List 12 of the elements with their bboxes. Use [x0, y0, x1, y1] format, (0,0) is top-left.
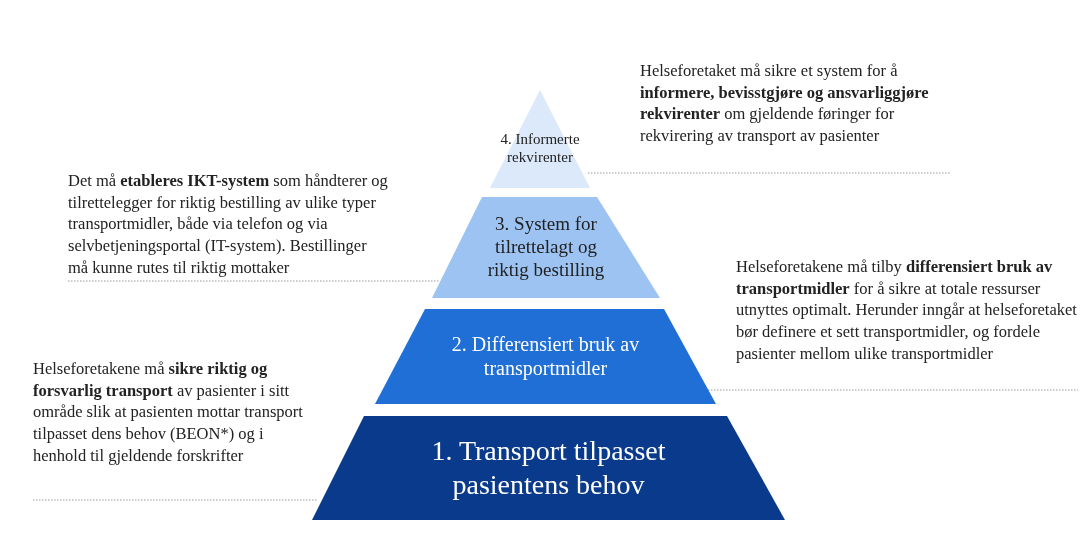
pyramid-level [490, 90, 590, 188]
pyramid-level [375, 309, 716, 404]
description-text: Helseforetakene må tilby differensiert bruk av transportmidler for å sikre at totale ressurser utnyttes optimalt. Herunder inngår at helseforetaket bør definere et sett transportmidler, og fordele pasienter mellom ulike transportmidler [736, 256, 1078, 365]
description-text: Det må etableres IKT-system som håndterer og tilrettelegger for riktig bestilling av ulike typer transportmidler, både via telefon og via selvbetjeningsportal (IT-system). Bestillinger må kunne rutes til riktig mottaker [68, 170, 389, 279]
level-label: 1. Transport tilpasset pasientens behov [430, 434, 667, 502]
level-label: 3. System for tilrettelagt og riktig bestilling [486, 212, 606, 282]
level-label: 4. Informerte rekvirenter [499, 130, 581, 166]
pyramid-level [312, 416, 785, 520]
description-text: Helseforetaket må sikre et system for å informere, bevisstgjøre og ansvarliggjøre rekvirenter om gjeldende føringer for rekvirering av transport av pasienter [640, 60, 930, 147]
description-text: Helseforetakene må sikre riktig og forsvarlig transport av pasienter i sitt område slik at pasienten mottar transport tilpasset dens behov (BEON*) og i henhold til gjeldende forskrifter [33, 358, 304, 467]
pyramid-level [432, 197, 660, 298]
level-label: 2. Differensiert bruk av transportmidler [450, 332, 641, 380]
